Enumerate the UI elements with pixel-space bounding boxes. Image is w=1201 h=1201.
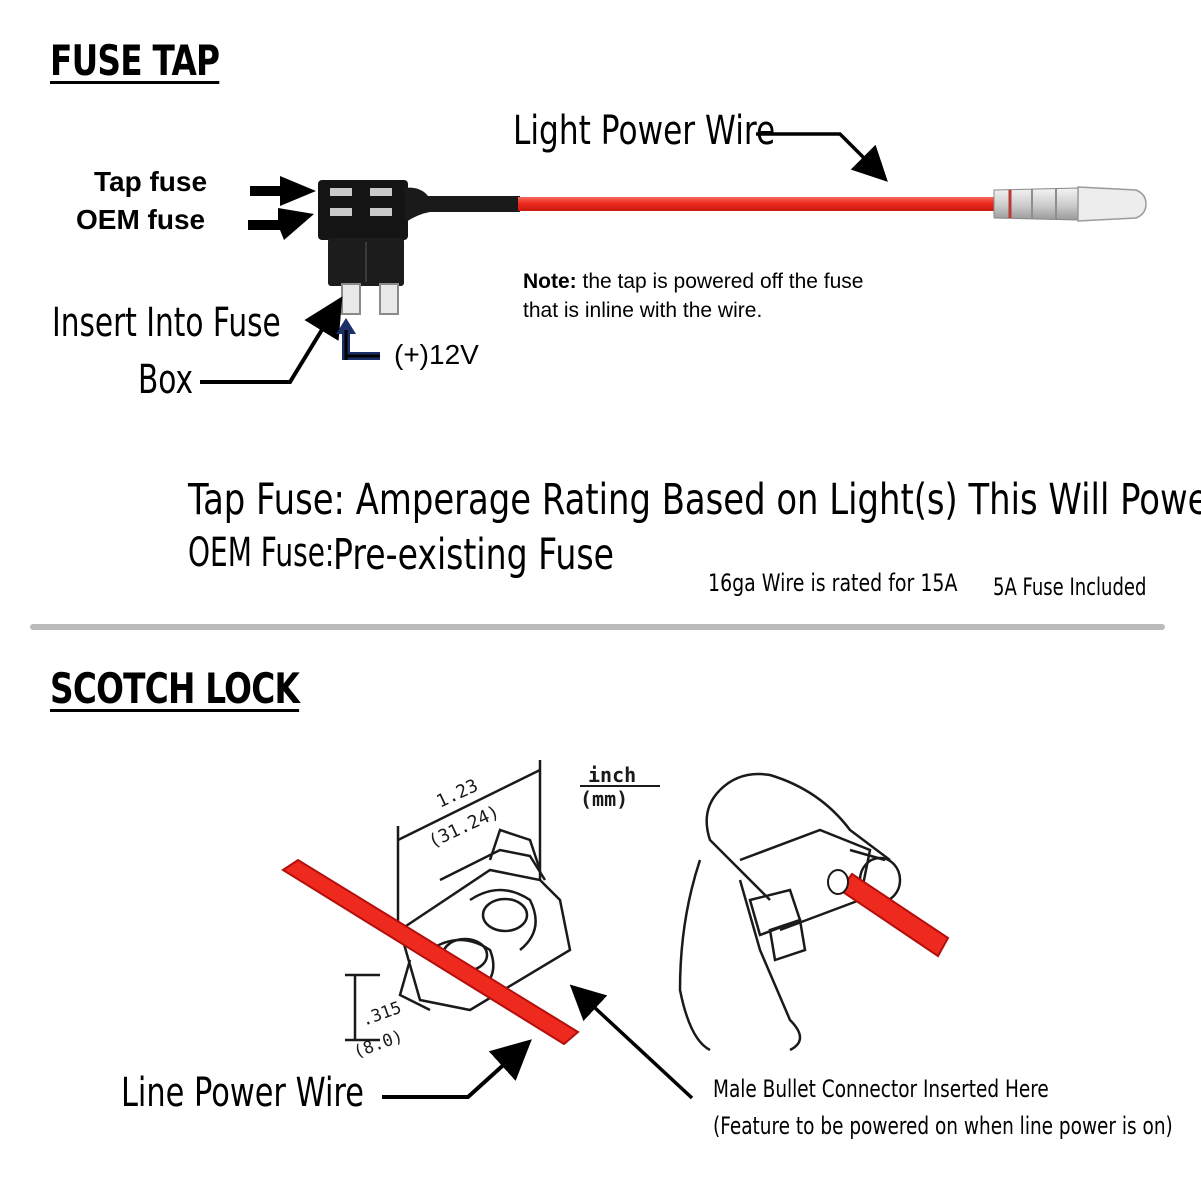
bullet-connector-line1: Male Bullet Connector Inserted Here: [713, 1075, 1049, 1103]
insert-label-line2: Box: [138, 357, 194, 403]
bullet-connector: [993, 186, 1147, 222]
voltage-label: (+)12V: [394, 339, 479, 370]
note-line2: that is inline with the wire.: [523, 299, 763, 322]
dim-height-inch: .315: [359, 998, 404, 1031]
line-power-wire-label: Line Power Wire: [121, 1070, 364, 1116]
dim-length-mm: (31.24): [425, 801, 503, 852]
note-bold: Note:: [523, 270, 577, 293]
oem-fuse-arrow: [248, 208, 314, 240]
light-power-wire-arrow: [756, 132, 888, 182]
note-line1: the tap is powered off the fuse: [576, 270, 864, 293]
light-power-wire: [518, 197, 998, 211]
tap-fuse-label: Tap fuse: [94, 166, 208, 197]
oem-fuse-label: OEM fuse: [76, 204, 206, 235]
bullet-detail-wire: [838, 872, 950, 958]
fuse-tap-image: [318, 180, 520, 315]
scotch-lock-heading: SCOTCH LOCK: [50, 664, 300, 713]
dim-length-inch: 1.23: [433, 775, 481, 812]
bullet-detail-drawing: [678, 772, 902, 1052]
bullet-connector-arrow: [569, 984, 694, 1100]
fuse-blade-left: [341, 283, 361, 315]
insert-label-line1: Insert Into Fuse: [52, 300, 281, 346]
note-text: Note: the tap is powered off the fuse: [523, 267, 863, 296]
unit-inch: inch: [588, 763, 636, 787]
dim-height-mm: (8.0): [351, 1026, 406, 1062]
unit-mm: (mm): [580, 787, 628, 811]
fuse-blade-right: [379, 283, 399, 315]
voltage-arrow: [336, 318, 380, 360]
bullet-connector-line2: (Feature to be powered on when line powe…: [713, 1112, 1173, 1140]
wire-rating-text: 16ga Wire is rated for 15A: [708, 569, 958, 597]
line-power-wire: [281, 858, 580, 1046]
fuse-tap-heading: FUSE TAP: [50, 36, 220, 85]
scotch-lock-connector-drawing: [345, 760, 572, 1042]
tap-fuse-arrow: [250, 176, 316, 206]
insert-fuse-box-arrow: [200, 296, 343, 384]
oem-fuse-value: Pre-existing Fuse: [333, 530, 614, 580]
section-divider: [30, 624, 1165, 630]
fuse-included-text: 5A Fuse Included: [993, 573, 1147, 601]
light-power-wire-label: Light Power Wire: [513, 108, 776, 154]
tap-fuse-description: Tap Fuse: Amperage Rating Based on Light…: [188, 475, 1201, 525]
line-power-wire-arrow: [382, 1039, 532, 1099]
oem-fuse-prefix: OEM Fuse:: [188, 530, 335, 576]
